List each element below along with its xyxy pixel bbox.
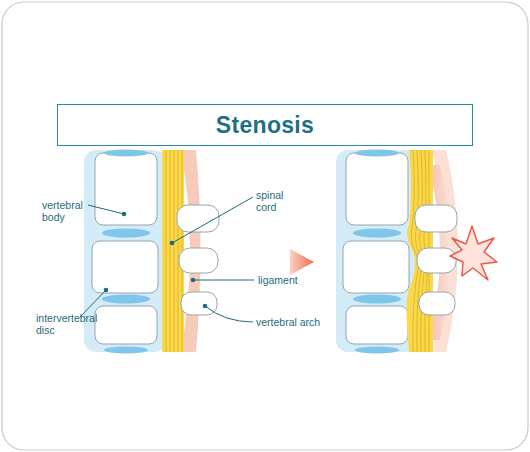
transition-arrow: [290, 249, 314, 275]
leader-lines: [80, 197, 254, 322]
part-label: spinal cord: [256, 189, 300, 213]
normal-spine: [84, 150, 219, 354]
pain-burst: [450, 226, 497, 280]
leader-dots: [104, 212, 208, 309]
title-text: Stenosis: [216, 112, 314, 139]
part-label: intervertebral disc: [36, 312, 108, 336]
part-label: vertebral body: [42, 199, 100, 223]
part-label: ligament: [258, 274, 338, 286]
part-label: vertebral arch: [256, 316, 366, 328]
stenosis-spine: [336, 150, 497, 354]
title-box: Stenosis: [57, 104, 473, 146]
